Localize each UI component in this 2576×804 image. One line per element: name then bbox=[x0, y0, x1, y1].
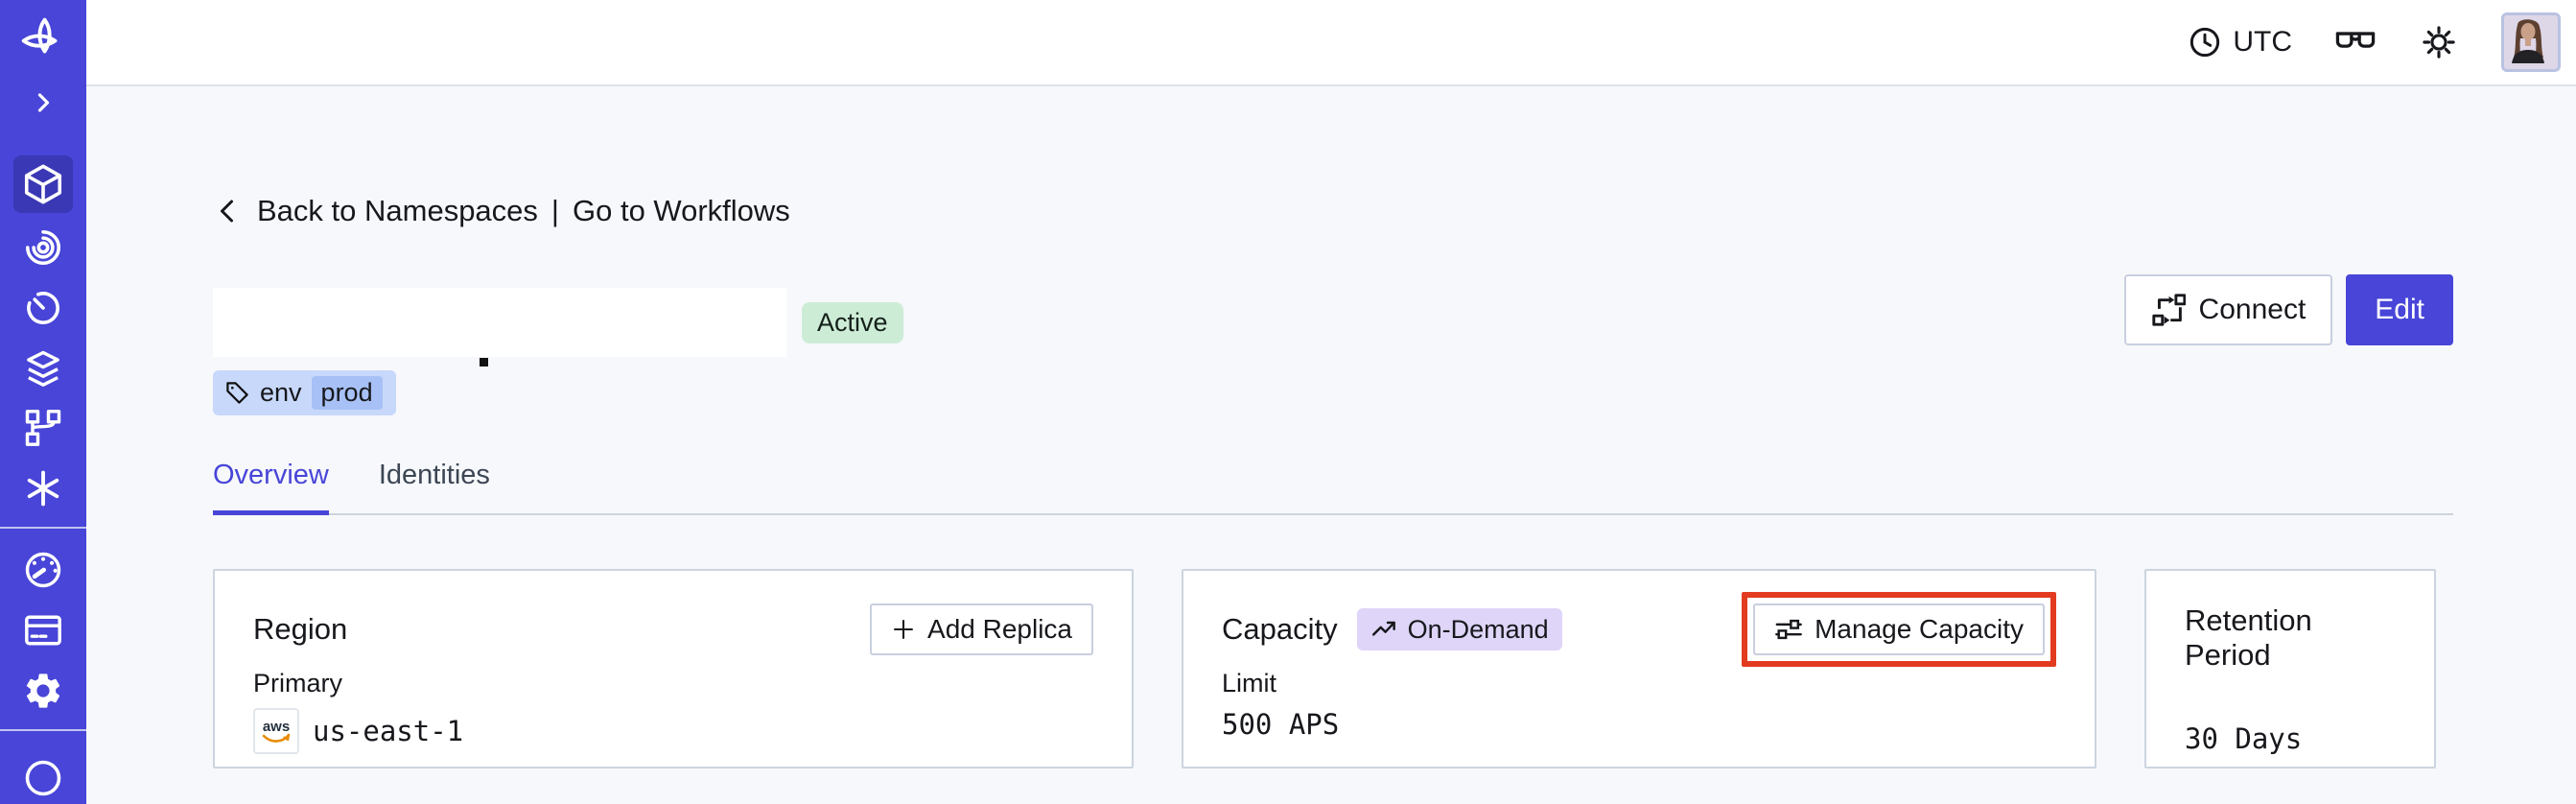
connect-button[interactable]: Connect bbox=[2123, 274, 2333, 345]
capacity-card: Capacity On-Demand bbox=[1182, 569, 2096, 769]
schedules-clock-icon bbox=[27, 291, 59, 324]
namespace-detail-page: Back to Namespaces | Go to Workflows Act… bbox=[86, 86, 2576, 804]
on-demand-badge: On-Demand bbox=[1356, 608, 1562, 650]
billing-card-icon bbox=[25, 615, 61, 646]
primary-label: Primary bbox=[253, 669, 342, 698]
aws-logo-icon: aws bbox=[262, 719, 291, 743]
avatar[interactable] bbox=[2501, 12, 2561, 72]
sidebar-item-deployments[interactable] bbox=[16, 403, 70, 455]
namespace-tag-chip: env prod bbox=[213, 370, 396, 415]
chevron-left-icon bbox=[221, 200, 233, 223]
deployments-branch-icon bbox=[25, 410, 61, 447]
sidebar-item-usage[interactable] bbox=[16, 544, 70, 596]
tag-value: prod bbox=[311, 376, 383, 410]
data-encoder-button[interactable] bbox=[2334, 21, 2377, 63]
sidebar-expand-button[interactable] bbox=[28, 81, 59, 125]
sidebar-item-nexus[interactable] bbox=[16, 462, 70, 514]
connect-flow-icon bbox=[2151, 294, 2186, 326]
overview-cards: Region Add Replica Primary aws bbox=[213, 569, 2453, 769]
retention-value: 30 Days bbox=[2185, 722, 2303, 755]
glasses-icon bbox=[2335, 32, 2376, 48]
settings-gear-icon bbox=[26, 674, 60, 708]
clock-icon bbox=[2190, 27, 2220, 58]
sidebar-divider bbox=[0, 527, 86, 530]
header-actions: Connect Edit bbox=[2123, 274, 2453, 345]
manage-capacity-label: Manage Capacity bbox=[1815, 614, 2024, 644]
account-circle-icon bbox=[25, 760, 61, 796]
region-card-title: Region bbox=[253, 612, 348, 646]
namespace-identity: Active env prod bbox=[213, 288, 903, 415]
page-header: Active env prod bbox=[213, 274, 2453, 415]
sidebar-item-billing[interactable] bbox=[16, 604, 70, 656]
timezone-selector[interactable]: UTC bbox=[2187, 24, 2292, 60]
sidebar-item-batch-operations[interactable] bbox=[16, 343, 70, 394]
usage-gauge-icon bbox=[25, 553, 61, 588]
theme-toggle-button[interactable] bbox=[2419, 22, 2459, 62]
sidebar-item-namespaces[interactable] bbox=[13, 155, 73, 213]
svg-text:aws: aws bbox=[263, 719, 290, 735]
sidebar bbox=[0, 0, 86, 804]
link-divider: | bbox=[550, 194, 559, 227]
manage-capacity-button[interactable]: Manage Capacity bbox=[1753, 603, 2045, 655]
sliders-icon bbox=[1775, 619, 1802, 640]
sidebar-item-account[interactable] bbox=[16, 752, 70, 804]
capacity-value: 500 APS bbox=[1222, 708, 1340, 741]
sidebar-item-workflows[interactable] bbox=[16, 222, 70, 273]
plus-icon bbox=[894, 620, 914, 639]
annotation-highlight-box: Manage Capacity bbox=[1742, 592, 2056, 667]
batch-layers-icon bbox=[27, 350, 59, 387]
on-demand-label: On-Demand bbox=[1407, 614, 1549, 644]
back-to-namespaces-link[interactable]: Back to Namespaces bbox=[257, 194, 538, 227]
aws-provider-badge: aws bbox=[253, 708, 299, 754]
go-to-workflows-link[interactable]: Go to Workflows bbox=[572, 194, 790, 227]
temporal-logo-icon bbox=[19, 13, 67, 65]
retention-card: Retention Period 30 Days bbox=[2144, 569, 2436, 769]
tag-key: env bbox=[260, 378, 302, 407]
add-replica-label: Add Replica bbox=[927, 614, 1072, 644]
tab-identities[interactable]: Identities bbox=[378, 460, 490, 490]
retention-card-title: Retention Period bbox=[2185, 603, 2312, 672]
redaction-artifact bbox=[480, 358, 488, 367]
namespaces-cube-icon bbox=[24, 164, 62, 204]
tab-bar: Overview Identities bbox=[213, 460, 2453, 515]
topbar: UTC bbox=[86, 0, 2576, 86]
edit-label: Edit bbox=[2375, 294, 2424, 325]
sidebar-item-schedules[interactable] bbox=[16, 282, 70, 334]
namespace-name-redacted bbox=[213, 288, 786, 357]
trending-up-icon bbox=[1371, 621, 1395, 636]
nexus-asterisk-icon bbox=[27, 470, 59, 507]
capacity-card-title: Capacity bbox=[1222, 612, 1338, 646]
add-replica-button[interactable]: Add Replica bbox=[870, 603, 1093, 655]
tag-icon bbox=[226, 382, 248, 404]
region-value: us-east-1 bbox=[313, 715, 464, 747]
sidebar-divider bbox=[0, 729, 86, 732]
tab-overview[interactable]: Overview bbox=[213, 460, 329, 515]
sidebar-item-settings[interactable] bbox=[16, 665, 70, 717]
chevron-right-icon bbox=[37, 93, 50, 112]
back-navigation[interactable]: Back to Namespaces | Go to Workflows bbox=[213, 194, 790, 228]
workflows-spiral-icon bbox=[25, 229, 60, 265]
sun-icon bbox=[2423, 26, 2455, 59]
timezone-label: UTC bbox=[2233, 26, 2292, 58]
limit-label: Limit bbox=[1222, 669, 1277, 698]
connect-label: Connect bbox=[2198, 294, 2307, 325]
main-area: UTC bbox=[86, 0, 2576, 804]
status-badge: Active bbox=[802, 301, 903, 343]
edit-button[interactable]: Edit bbox=[2346, 274, 2453, 345]
region-card: Region Add Replica Primary aws bbox=[213, 569, 1134, 769]
